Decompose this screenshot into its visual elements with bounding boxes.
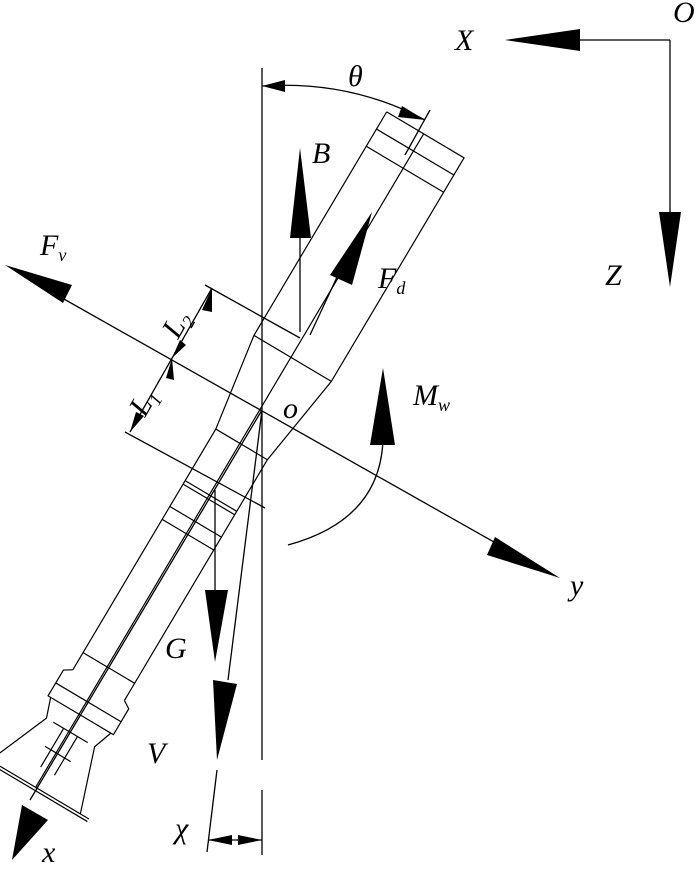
fv-label: Fv: [39, 229, 66, 265]
origin-label: O: [673, 0, 695, 29]
buoyancy-arrow: [290, 148, 311, 332]
y-axis-line: [5, 265, 560, 578]
fv-arrowhead: [5, 265, 72, 303]
l2-label: L2: [155, 305, 200, 346]
y-axis-label: y: [567, 569, 584, 602]
theta-angle-marker: [261, 80, 431, 156]
gravity-arrow: [205, 490, 228, 662]
body-origin-label: o: [283, 392, 298, 425]
fd-label: Fd: [377, 262, 406, 298]
length-dimensions: [124, 284, 301, 509]
buoyancy-label: B: [312, 137, 330, 170]
gravity-label: G: [165, 632, 187, 665]
velocity-label: V: [147, 737, 169, 770]
theta-label: θ: [348, 60, 363, 93]
mw-label: Mw: [412, 379, 450, 415]
drag-force-arrow: [309, 212, 372, 336]
x-axis-label: x: [41, 836, 56, 869]
y-axis-arrowhead: [487, 537, 560, 578]
z-global-label: Z: [605, 259, 622, 292]
l1-label: L1: [122, 383, 167, 424]
velocity-arrow: [206, 409, 263, 853]
x-global-label: X: [454, 24, 475, 57]
towed-body: [0, 111, 465, 823]
x-axis-arrow: [12, 409, 263, 860]
chi-label: χ: [172, 812, 189, 845]
chi-angle-marker: [208, 835, 262, 845]
global-frame: [505, 29, 681, 287]
moment-arrow: [287, 368, 395, 546]
